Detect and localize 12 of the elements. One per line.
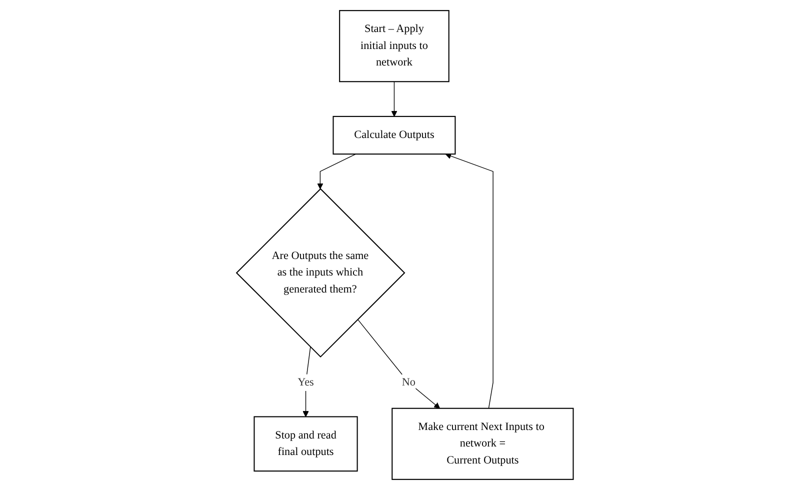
edge-label: Yes (298, 376, 314, 388)
node-box: Calculate Outputs (332, 115, 456, 154)
node-box: Make current Next Inputs to network = Current Outputs (392, 407, 574, 480)
arrow (302, 346, 311, 416)
arrow (445, 152, 494, 408)
node-box: Stop and read final outputs (254, 416, 358, 472)
arrow (391, 80, 398, 116)
node-box: Start – Apply initial inputs to network (339, 10, 450, 82)
arrow (357, 318, 440, 408)
arrow (317, 153, 356, 189)
edge-label: No (402, 376, 416, 388)
node-diamond: Are Outputs the same as the inputs which generated them? (236, 188, 406, 358)
